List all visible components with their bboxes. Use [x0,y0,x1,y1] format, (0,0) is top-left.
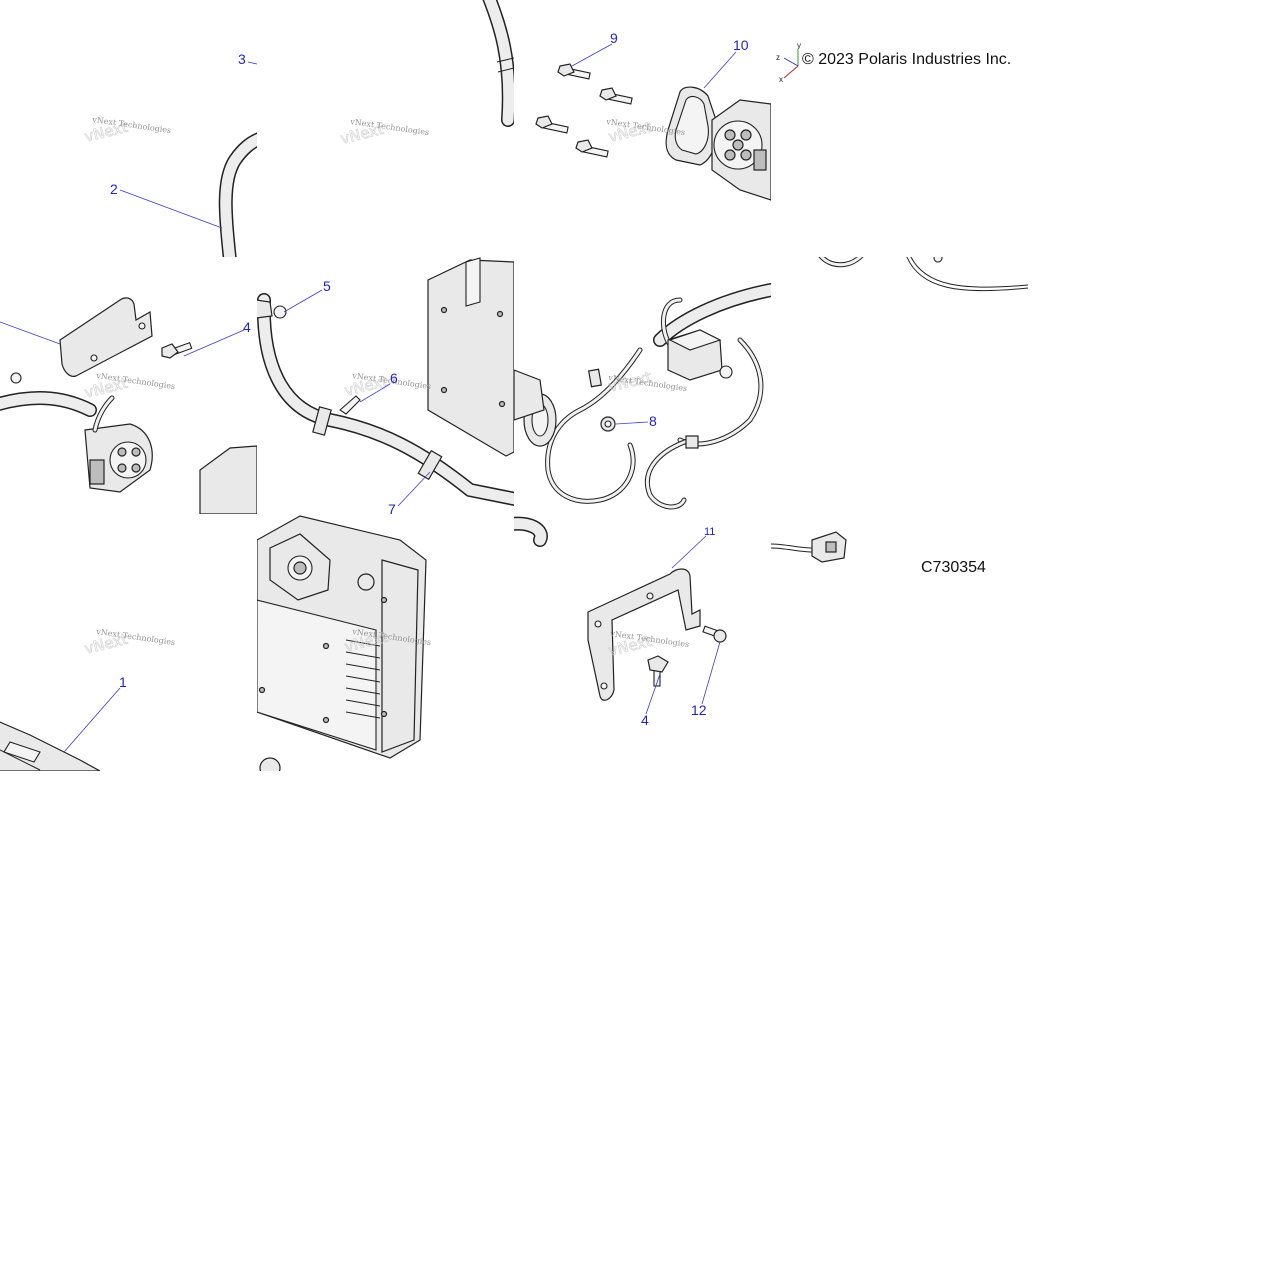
coolant-hose-assembly [257,257,514,506]
motor-controller [257,515,427,771]
hose-part-2 [218,132,257,257]
charge-port-assembly [535,63,771,201]
bracket-and-connector [0,297,257,514]
callout-8: 8 [649,413,657,429]
drawing-number: C730354 [921,559,986,576]
callout-11: 11 [704,526,715,538]
callout-6: 6 [390,370,398,386]
callout-2: 2 [110,181,118,197]
callout-3: 3 [238,51,246,67]
hose-upper [482,0,514,127]
component-part-1 [0,721,101,771]
copyright-notice: © 2023 Polaris Industries Inc. [802,51,1012,68]
bolt-9a [557,63,591,80]
callouts: 3 2 4 5 6 7 8 9 10 11 4 12 1 [110,30,749,728]
callout-7: 7 [388,501,396,517]
svg-text:y: y [797,41,801,50]
callout-10: 10 [733,37,749,53]
svg-text:z: z [776,53,780,62]
callout-9: 9 [610,30,618,46]
bolt-9b [599,87,633,105]
mounting-bracket-11 [514,516,727,701]
callout-4b: 4 [641,712,649,728]
pigtail-connector [771,531,847,563]
leader-lines [0,43,737,753]
callout-12: 12 [691,702,707,718]
controller-fins [345,639,381,719]
axis-triad: z y x [776,41,801,84]
bolt-9d [575,139,609,158]
callout-4a: 4 [243,319,251,335]
callout-5: 5 [323,278,331,294]
ground-wire [818,257,1028,292]
wire-harness-assembly [514,283,771,510]
svg-text:x: x [779,75,783,84]
callout-1: 1 [119,674,127,690]
bolt-9c [535,115,569,134]
